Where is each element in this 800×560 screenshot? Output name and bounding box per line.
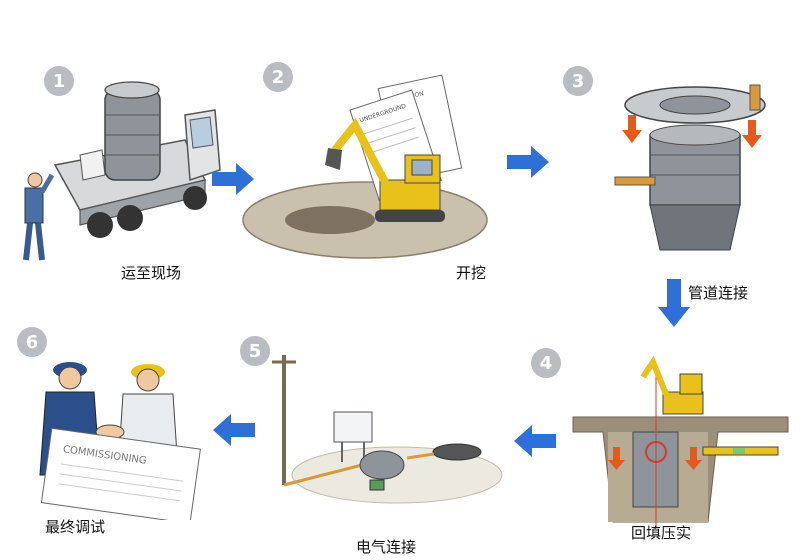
arrow-down <box>658 279 690 327</box>
step-5-label: 电气连接 <box>356 538 417 556</box>
arrow-left-1 <box>514 425 556 457</box>
step-2-excavation-scene: EXCAVATION UNDERGROUND <box>242 74 488 259</box>
arrow-right-1 <box>212 163 254 195</box>
arrow-right-2 <box>507 146 549 178</box>
step-1-number: 1 <box>44 66 74 96</box>
arrow-left-2 <box>213 414 255 446</box>
step-3-number: 3 <box>563 66 593 96</box>
step-1-truck-scene <box>23 81 221 261</box>
step-2-label: 开挖 <box>456 264 487 282</box>
step-3-pipe-scene <box>614 84 766 251</box>
step-1-label: 运至现场 <box>121 264 182 282</box>
step-6-label: 最终调试 <box>45 518 106 536</box>
step-4-number: 4 <box>531 348 561 378</box>
step-4-backfill-scene <box>572 355 789 527</box>
step-2-number: 2 <box>263 62 293 92</box>
step-6-commissioning-scene: COMMISSIONING <box>39 362 201 520</box>
step-4-label: 回填压实 <box>631 524 692 542</box>
step-6-number: 6 <box>17 327 47 357</box>
step-5-number: 5 <box>240 336 270 366</box>
step-5-electrical-scene <box>272 355 503 504</box>
step-3-label: 管道连接 <box>688 284 749 302</box>
